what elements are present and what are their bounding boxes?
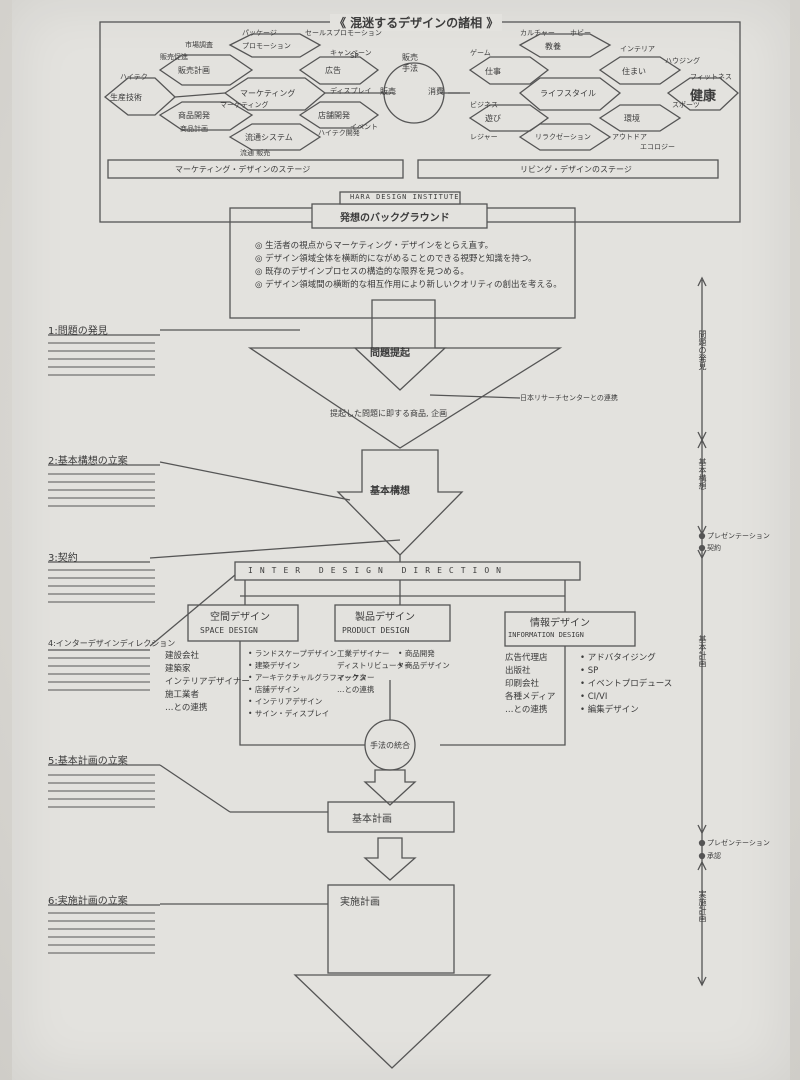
step-5-label: 5:基本計画の立案 [48, 756, 128, 767]
timeline-execution: 実施計画 [698, 890, 707, 922]
flow-execution-plan: 実施計画 [340, 897, 380, 908]
space-services: • ランドスケープデザイン• 建築デザイン• アーキテクチャルグラフィックス• … [248, 649, 367, 718]
annotation: パッケージ [242, 29, 277, 37]
branch-product-jp: 製品デザイン [355, 612, 415, 623]
annotation: セールスプロモーション [305, 29, 382, 37]
concept-bullets: ◎ 生活者の視点からマーケティング・デザインをとらえ直す。 ◎ デザイン領域全体… [255, 240, 562, 292]
step-4-label: 4:インターデザインディレクション [48, 639, 176, 648]
annotation: ハイテク [120, 73, 148, 81]
annotation: ハウジング [665, 57, 700, 65]
concept-bullet: ◎ デザイン領域間の横断的な相互作用により新しいクオリティの創出を考える。 [255, 280, 562, 290]
annotation: インテリア [620, 45, 655, 53]
annotation: アウトドア [612, 133, 647, 141]
node-label: 流通システム [245, 133, 293, 142]
timeline-approval: 承認 [707, 852, 721, 860]
stage-label-living: リビング・デザインのステージ [520, 165, 632, 174]
node-label: 販売計画 [178, 66, 210, 75]
flow-problem-note: 提起した問題に即する商品, 企画 [330, 409, 448, 418]
node-label: 遊び [485, 114, 501, 123]
timeline-presentation-2: プレゼンテーション [707, 839, 770, 847]
annotation: カルチャー [520, 29, 555, 37]
timeline-problem: 問題の発見 [698, 330, 707, 370]
annotation: 販売促進 [160, 53, 188, 61]
annotation: 市場調査 [185, 41, 213, 49]
annotation: ホビー [570, 29, 591, 37]
annotation: ビジネス [470, 101, 498, 109]
node-label: プロモーション [242, 42, 291, 50]
timeline-basic: 基本計画 [698, 635, 707, 667]
annotation: ハイテク開発 [318, 129, 360, 137]
branch-info-en: INFORMATION DESIGN [508, 631, 584, 639]
institute-label: HARA DESIGN INSTITUTE [350, 193, 460, 201]
step-3-label: 3:契約 [48, 553, 78, 564]
branch-space-en: SPACE DESIGN [200, 626, 258, 635]
annotation: マーケティング [220, 101, 269, 109]
node-label: 商品開発 [178, 111, 210, 120]
annotation: 商品計画 [180, 125, 208, 133]
center-left: 販売 [380, 87, 396, 96]
paper-sheet [12, 0, 790, 1080]
node-label: 仕事 [485, 67, 501, 76]
annotation: フィットネス [690, 73, 732, 81]
annotation: 流通 販売 [240, 149, 271, 157]
flow-concept: 基本構想 [370, 486, 410, 497]
annotation: エコロジー [640, 143, 675, 151]
annotation: スポーツ [672, 101, 700, 109]
flow-problem: 問題提起 [370, 348, 410, 359]
annotation: SP [350, 52, 359, 60]
annotation: イベント [350, 123, 378, 131]
product-partners: 工業デザイナーディストリビューターマーケター…との連携 [337, 649, 412, 694]
timeline-concept: 基本構想 [698, 458, 707, 490]
step-placeholder-lines [48, 342, 155, 954]
annotation: ディスプレイ [330, 87, 372, 95]
concept-title: 発想のバックグラウンド [340, 213, 450, 224]
flow-integration: 手法の統合 [370, 741, 410, 750]
step-2-label: 2:基本構想の立案 [48, 456, 128, 467]
node-label: 環境 [624, 114, 640, 123]
step-6-label: 6:実施計画の立案 [48, 896, 128, 907]
info-partners: 広告代理店出版社印刷会社各種メディア…との連携 [505, 653, 556, 715]
step-1-label: 1:問題の発見 [48, 326, 108, 337]
node-label: リラクゼーション [535, 133, 591, 141]
timeline-presentation-1: プレゼンテーション [707, 532, 770, 540]
center-label: 販売 手法 [402, 53, 418, 73]
node-label: マーケティング [240, 89, 296, 98]
node-label: 住まい [622, 67, 646, 76]
node-label: 教養 [545, 42, 561, 51]
flow-direction: INTER DESIGN DIRECTION [248, 566, 508, 575]
branch-info-jp: 情報デザイン [530, 618, 590, 629]
annotation: ゲーム [470, 49, 491, 57]
node-label: ライフスタイル [540, 89, 596, 98]
info-services: • アドバタイジング• SP• イベントプロデュース• CI/VI• 編集デザイ… [580, 653, 673, 715]
center-right: 消費 [428, 87, 444, 96]
node-label: 生産技術 [110, 93, 142, 102]
stage-label-marketing: マーケティング・デザインのステージ [175, 165, 311, 174]
diagram-title: 《 混迷するデザインの諸相 》 [330, 14, 503, 31]
flow-research-note: 日本リサーチセンターとの連携 [520, 394, 618, 402]
concept-bullet: ◎ 生活者の視点からマーケティング・デザインをとらえ直す。 [255, 241, 494, 251]
concept-bullet: ◎ 既存のデザインプロセスの構造的な限界を見つめる。 [255, 267, 469, 277]
timeline-contract: 契約 [707, 544, 721, 552]
space-partners: 建設会社建築家インテリアデザイナー施工業者…との連携 [165, 651, 250, 713]
node-label: 店舗開発 [318, 111, 350, 120]
flow-basic-plan: 基本計画 [352, 814, 392, 825]
annotation: キャンペーン [330, 49, 372, 57]
annotation: レジャー [470, 133, 498, 141]
concept-bullet: ◎ デザイン領域全体を横断的にながめることのできる視野と知識を持つ。 [255, 254, 537, 264]
node-label: 健康 [690, 89, 717, 104]
product-services: • 商品開発• 商品デザイン [398, 649, 450, 670]
branch-space-jp: 空間デザイン [210, 612, 270, 623]
branch-product-en: PRODUCT DESIGN [342, 626, 410, 635]
node-label: 広告 [325, 66, 341, 75]
